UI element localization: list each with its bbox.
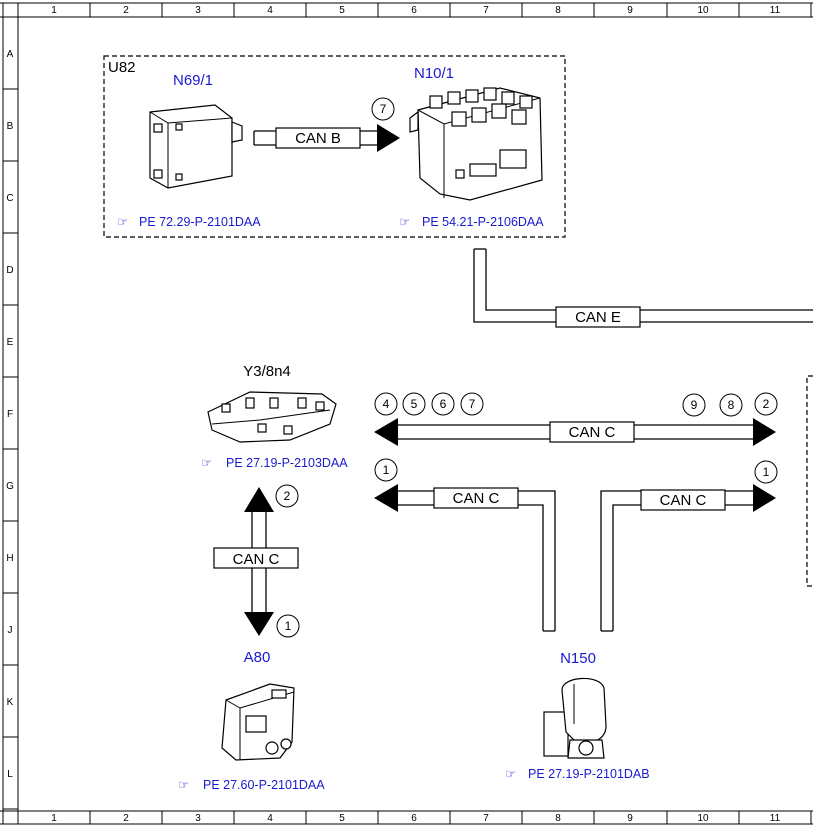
arrow-right-icon [753, 484, 776, 512]
actuator-icon [221, 683, 295, 761]
component-ref[interactable]: PE 27.60-P-2101DAA [203, 778, 325, 792]
grid-col-bottom: 10 [697, 813, 709, 824]
bus-label: CAN C [660, 492, 707, 509]
marker: 2 [763, 397, 770, 411]
grid-col-bottom: 1 [51, 813, 57, 824]
marker: 1 [285, 619, 292, 633]
grid-row: G [6, 481, 14, 492]
grid-col-bottom: 11 [770, 813, 781, 824]
component-n150[interactable]: N150 ☞ PE 27.19-P-2101DAB [505, 650, 650, 781]
valve-body-icon [207, 391, 337, 443]
marker: 5 [411, 397, 418, 411]
bus-can-e[interactable]: CAN E [473, 248, 813, 328]
component-name: N10/1 [414, 65, 454, 82]
component-ref[interactable]: PE 27.19-P-2103DAA [226, 456, 348, 470]
bus-can-c-main[interactable]: CAN C 4 5 6 7 9 8 2 [374, 392, 778, 446]
grid-row: D [6, 265, 13, 276]
grid-col-bottom: 8 [555, 813, 561, 824]
grid-col-bottom: 6 [411, 813, 417, 824]
grid-col-top: 4 [267, 5, 273, 16]
grid-row: K [7, 697, 14, 708]
bus-can-c-vertical[interactable]: CAN C 2 1 [213, 484, 300, 638]
component-name: Y3/8n4 [243, 363, 291, 380]
bus-label: CAN C [569, 424, 616, 441]
marker: 8 [728, 398, 735, 412]
grid-col-bottom: 4 [267, 813, 273, 824]
fusebox-icon [409, 87, 543, 201]
marker: 7 [380, 102, 387, 116]
bus-can-c-left[interactable]: CAN C 1 [374, 458, 556, 632]
grid-col-top: 10 [697, 5, 709, 16]
component-ref[interactable]: PE 27.19-P-2101DAB [528, 767, 650, 781]
grid-col-top: 7 [483, 5, 489, 16]
bus-label: CAN E [575, 309, 621, 326]
row-ticks [3, 16, 18, 810]
module-icon [149, 104, 243, 189]
bus-label: CAN B [295, 130, 341, 147]
grid-row: E [7, 337, 14, 348]
ref-hand-icon: ☞ [117, 215, 128, 229]
group-u82: U82 [103, 55, 566, 238]
grid-row: A [7, 49, 14, 60]
arrow-right-icon [377, 124, 400, 152]
grid-row: F [7, 409, 13, 420]
grid-col-bottom: 7 [483, 813, 489, 824]
grid-row: L [7, 769, 13, 780]
component-n69-1[interactable]: N69/1 ☞ PE 72.29-P-2101DAA [117, 72, 261, 229]
bus-label: CAN C [453, 490, 500, 507]
arrow-left-icon [374, 484, 398, 512]
ref-hand-icon: ☞ [201, 456, 212, 470]
grid-col-top: 8 [555, 5, 561, 16]
arrow-up-icon [244, 487, 274, 512]
grid-col-bottom: 5 [339, 813, 345, 824]
column-ticks [17, 3, 812, 824]
component-n10-1[interactable]: N10/1 ☞ PE 54.21-P-2106DAA [399, 65, 544, 229]
bus-label: CAN C [233, 551, 280, 568]
grid-row: H [6, 553, 13, 564]
marker: 6 [440, 397, 447, 411]
marker: 1 [763, 465, 770, 479]
grid-col-top: 11 [770, 5, 781, 16]
component-name: N150 [560, 650, 596, 667]
grid-col-top: 1 [51, 5, 57, 16]
component-y3-8n4[interactable]: Y3/8n4 ☞ PE 27.19-P-2103DAA [201, 363, 348, 470]
gear-selector-icon [543, 677, 607, 759]
group-label: U82 [108, 59, 136, 76]
marker: 7 [469, 397, 476, 411]
marker: 4 [383, 397, 390, 411]
component-ref[interactable]: PE 72.29-P-2101DAA [139, 215, 261, 229]
marker: 2 [284, 489, 291, 503]
component-name: A80 [244, 649, 271, 666]
grid-col-bottom: 2 [123, 813, 129, 824]
grid-col-bottom: 3 [195, 813, 201, 824]
grid-col-top: 2 [123, 5, 129, 16]
arrow-down-icon [244, 612, 274, 636]
ref-hand-icon: ☞ [178, 778, 189, 792]
grid-col-top: 9 [627, 5, 633, 16]
bus-can-c-right[interactable]: CAN C 1 [600, 460, 778, 632]
component-ref[interactable]: PE 54.21-P-2106DAA [422, 215, 544, 229]
arrow-right-icon [753, 418, 776, 446]
grid-col-top: 6 [411, 5, 417, 16]
partial-group-right [806, 375, 813, 587]
grid-labels: 1 2 3 4 5 6 7 8 9 10 11 1 2 3 4 5 6 7 8 … [6, 5, 781, 824]
grid-col-top: 3 [195, 5, 201, 16]
arrow-left-icon [374, 418, 398, 446]
bus-can-b[interactable]: CAN B 7 [253, 97, 400, 152]
ref-hand-icon: ☞ [505, 767, 516, 781]
marker: 9 [691, 398, 698, 412]
grid-row: J [8, 625, 13, 636]
ref-hand-icon: ☞ [399, 215, 410, 229]
grid-row: C [6, 193, 13, 204]
group-border [103, 55, 566, 238]
marker: 1 [383, 463, 390, 477]
grid-row: B [7, 121, 14, 132]
component-name: N69/1 [173, 72, 213, 89]
component-a80[interactable]: A80 ☞ PE 27.60-P-2101DAA [178, 649, 325, 792]
grid-col-bottom: 9 [627, 813, 633, 824]
grid-col-top: 5 [339, 5, 345, 16]
